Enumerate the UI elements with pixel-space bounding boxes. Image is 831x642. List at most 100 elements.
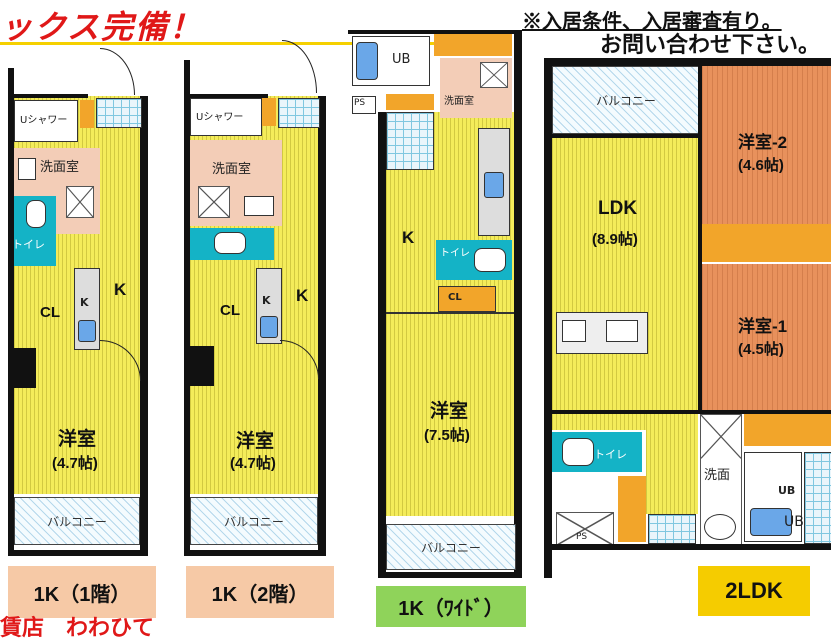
plan4-ldk-label: LDK — [598, 198, 638, 219]
plan3-partition — [386, 312, 514, 314]
plan3-wall-top — [348, 30, 518, 34]
plan3-kitchen-label: K — [402, 228, 415, 247]
plan4-wall-left — [544, 58, 552, 578]
plan4-room2-size: (4.6帖) — [738, 157, 784, 174]
plan1-stove-label: K — [80, 296, 89, 309]
plan3-washer-pan — [480, 62, 508, 88]
plan4-hall — [618, 476, 646, 542]
plan4-room1-floor — [702, 264, 831, 410]
plan2-wall-right — [318, 96, 326, 556]
plan4-stove-1 — [562, 320, 586, 342]
plan1-wall-top — [8, 94, 88, 98]
plan4-room2-label: 洋室-2 — [738, 133, 788, 152]
plan3-washroom-label: 洗面室 — [444, 96, 474, 107]
plan1-shower — [14, 100, 78, 142]
plan2-entry-door — [282, 40, 317, 93]
plan3-wall-bottom — [378, 572, 522, 578]
plan1-balcony: バルコニー — [14, 497, 140, 545]
plan2-wall-top — [184, 94, 268, 98]
plan4-stove-2 — [606, 320, 638, 342]
plan1-shaft — [80, 100, 94, 128]
plan4-wash-basin — [704, 514, 736, 540]
plan3-room-label: 洋室 — [430, 401, 469, 422]
plan2-washroom-label: 洗面室 — [212, 162, 252, 177]
headline-text: ックス完備！ — [0, 9, 204, 45]
plan1-washer-pan — [66, 186, 94, 218]
plan2-partition — [190, 346, 214, 386]
footer-text: 賃店 わわひて — [0, 615, 155, 640]
plan3-toilet-bowl — [474, 248, 506, 272]
plan2-sink-basin — [260, 316, 278, 338]
plan4-wall-top — [544, 58, 831, 66]
plan4-bath2-label: UB — [784, 514, 804, 530]
plan2-washer-pan — [198, 186, 230, 218]
plan2-room-label: 洋室 — [236, 431, 275, 452]
plan3-bath-label: UB — [392, 52, 411, 67]
plan1-closet-label: CL — [40, 304, 60, 321]
plan1-room-label: 洋室 — [58, 429, 97, 450]
plan4-tiles-right — [804, 452, 831, 544]
plan1-washroom-label: 洗面室 — [40, 160, 80, 175]
plan4-ps — [556, 512, 614, 546]
plan3-wall-left — [378, 112, 386, 578]
plan2-room-size: (4.7帖) — [230, 455, 276, 472]
plan4-room1-label: 洋室-1 — [738, 317, 788, 336]
plan3-caption: 1K（ﾜｲﾄﾞ） — [376, 586, 526, 627]
plan2-balcony: バルコニー — [190, 497, 318, 545]
plan1-room-size: (4.7帖) — [52, 455, 98, 472]
plan3-closet — [438, 286, 496, 312]
plan4-ps-label: PS — [576, 532, 588, 542]
plan1-caption: 1K（1階） — [8, 566, 156, 618]
plan3-balcony: バルコニー — [386, 524, 516, 570]
plan4-wash-label: 洗面 — [704, 468, 731, 483]
plan3-shaft-mid — [386, 94, 434, 110]
plan2-closet-label: CL — [220, 302, 240, 319]
plan2-shower — [190, 98, 262, 136]
plan4-bath1-label: UB — [778, 484, 796, 497]
plan4-ldk-floor — [552, 138, 698, 430]
plan3-ps — [352, 96, 376, 114]
plan4-toilet-label: トイレ — [594, 448, 627, 461]
plan4-corridor — [646, 414, 698, 514]
plan3-closet-label: CL — [448, 292, 462, 303]
plan4-wall-bottom — [544, 544, 831, 550]
plan4-entry-tiles — [648, 514, 696, 544]
plan2-shower-label: Uシャワー — [196, 112, 244, 123]
plan4-wall-balcony — [552, 134, 702, 138]
plan4-balcony: バルコニー — [552, 66, 700, 134]
plan4-closet-1 — [744, 410, 831, 446]
plan3-tiles — [386, 112, 434, 170]
plan1-toilet-label: トイレ — [12, 238, 45, 251]
plan4-divider — [698, 66, 702, 410]
plan3-sink-basin — [484, 172, 504, 198]
plan3-stove — [478, 128, 510, 236]
notice-line-1: ※入居条件、入居審査有り。 — [522, 11, 782, 33]
plan3-room-size: (7.5帖) — [424, 427, 470, 444]
plan1-wall-left — [8, 68, 14, 556]
plan2-wall-bottom — [184, 550, 326, 556]
plan4-toilet-bowl — [562, 438, 594, 466]
plan4-closet-2 — [702, 224, 831, 262]
plan2-shaft — [262, 98, 276, 126]
plan2-tiles — [278, 98, 320, 128]
plan1-sink — [18, 158, 36, 180]
notice-line-2: お問い合わせ下さい。 — [600, 32, 821, 57]
plan3-tub — [356, 42, 378, 80]
plan1-entry-door — [100, 48, 135, 95]
plan2-wall-left — [184, 60, 190, 556]
plan3-ps-label: PS — [354, 98, 366, 108]
plan1-shower-label: Uシャワー — [20, 115, 68, 126]
plan2-kitchen-label: K — [296, 286, 309, 305]
plan1-sink-basin — [78, 320, 96, 342]
plan3-wall-right — [514, 30, 522, 578]
plan1-tiles — [96, 98, 142, 128]
plan1-kitchen-label: K — [114, 280, 127, 299]
plan4-room2-floor — [702, 66, 831, 224]
plan2-toilet-bowl — [214, 232, 246, 254]
plan1-wall-right — [140, 96, 148, 556]
plan1-partition — [14, 348, 36, 388]
plan1-toilet-bowl — [26, 200, 46, 228]
plan2-stove-label: K — [262, 294, 271, 307]
plan3-toilet-label: トイレ — [440, 248, 470, 259]
plan4-wall-mid — [552, 410, 831, 414]
